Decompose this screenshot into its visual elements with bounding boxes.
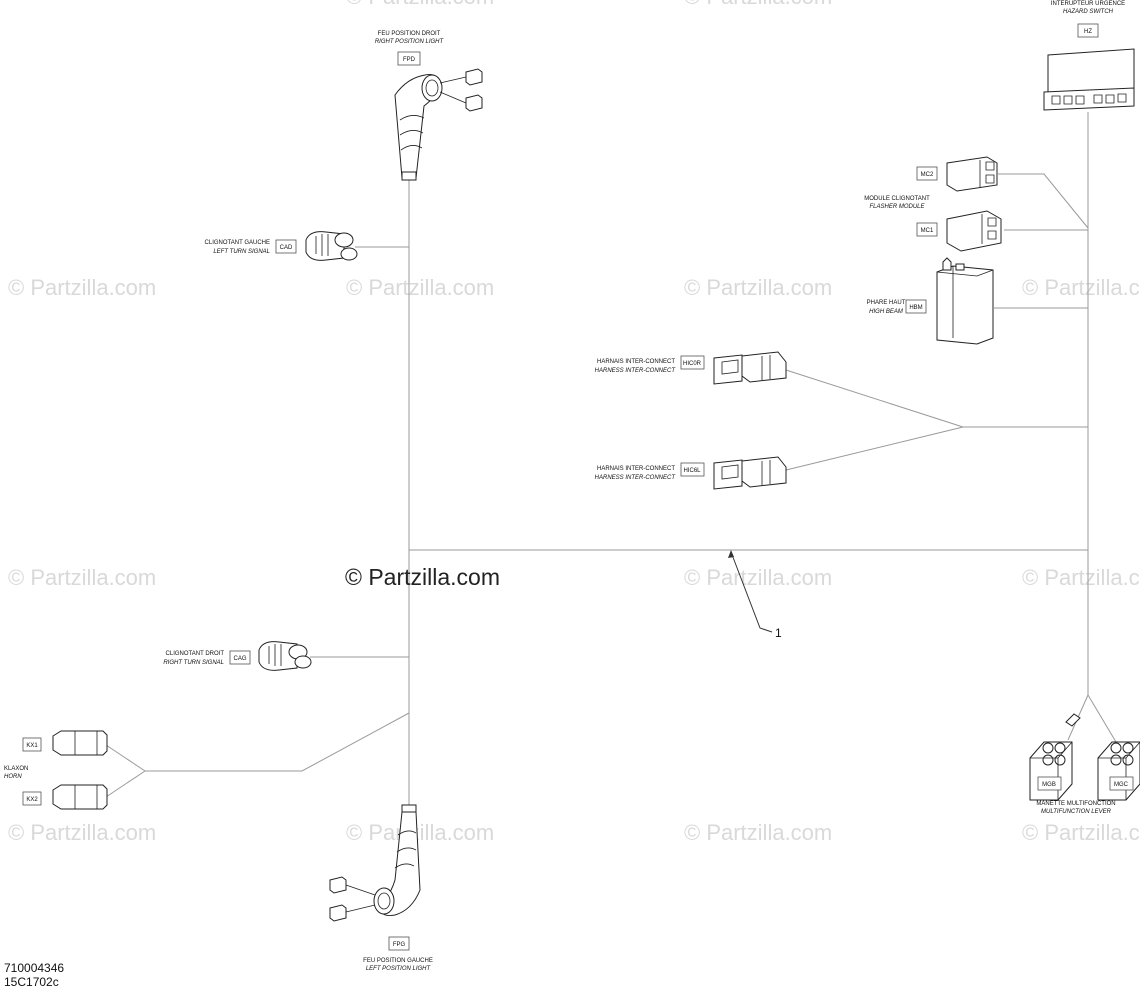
right-position-light: FEU POSITION DROIT RIGHT POSITION LIGHT …	[375, 31, 483, 181]
watermark: © Partzilla.com	[8, 820, 156, 845]
interconnect-connector-icon	[713, 459, 743, 490]
high-beam-connector-icon	[936, 265, 994, 345]
horn-terminal-icon	[52, 730, 108, 756]
watermark-layer: © Partzilla.com © Partzilla.com © Partzi…	[8, 0, 1140, 845]
horn-label-en: HORN	[4, 774, 22, 780]
right-position-light-label-fr: FEU POSITION DROIT	[378, 31, 441, 37]
terminal-icon	[465, 94, 483, 112]
left-position-light-code: FPG	[393, 942, 406, 948]
terminal-icon	[465, 68, 483, 86]
terminal-icon	[329, 876, 347, 894]
harness-interconnect-r: HARNAIS INTER-CONNECT HARNESS INTER-CONN…	[595, 351, 787, 385]
interconnect-connector-icon	[713, 354, 743, 385]
flasher-module-code-2: MC2	[921, 172, 934, 178]
watermark: © Partzilla.com	[1022, 820, 1140, 845]
harness-interconnect-l: HARNAIS INTER-CONNECT HARNESS INTER-CONN…	[595, 456, 787, 490]
left-turn-signal: CLIGNOTANT GAUCHE LEFT TURN SIGNAL CAD	[205, 231, 358, 261]
right-position-light-code: FPD	[403, 57, 416, 63]
right-turn-signal-label-en: RIGHT TURN SIGNAL	[163, 660, 224, 666]
high-beam-code: HBM	[909, 305, 922, 311]
harness-interconnect-r-label-en: HARNESS INTER-CONNECT	[595, 368, 677, 374]
high-beam-label-en: HIGH BEAM	[869, 309, 903, 315]
horn-label-fr: KLAXON	[4, 766, 28, 772]
watermark: © Partzilla.com	[346, 0, 494, 9]
harness-wires	[105, 112, 1117, 805]
watermark: © Partzilla.com	[684, 0, 832, 9]
left-position-light-label-fr: FEU POSITION GAUCHE	[363, 958, 433, 964]
watermark: © Partzilla.com	[8, 565, 156, 590]
reference-callout: 1	[775, 626, 782, 640]
horn: KX1 KX2 KLAXON HORN	[4, 730, 108, 810]
terminal-icon	[329, 904, 347, 922]
flasher-connector-icon	[946, 156, 998, 192]
flasher-module-label-fr: MODULE CLIGNOTANT	[864, 196, 930, 202]
multifunction-lever-label-fr: MANETTE MULTIFONCTION	[1036, 801, 1115, 807]
right-turn-signal-label-fr: CLIGNOTANT DROIT	[166, 651, 225, 657]
turn-signal-connector-icon	[258, 641, 298, 671]
lever-code-2: MGC	[1114, 782, 1129, 788]
horn-terminal-icon	[52, 784, 108, 810]
right-turn-signal-code: CAG	[233, 656, 246, 662]
multifunction-lever-label-en: MULTIFUNCTION LEVER	[1041, 809, 1112, 815]
high-beam-label-fr: PHARE HAUT	[867, 300, 906, 306]
harness-interconnect-l-code: HIC6L	[683, 468, 701, 474]
harness-interconnect-r-label-fr: HARNAIS INTER-CONNECT	[597, 359, 675, 365]
watermark: © Partzilla.com	[346, 820, 494, 845]
flasher-module-label-en: FLASHER MODULE	[869, 204, 925, 210]
hazard-switch-label-fr: INTERUPTEUR URGENCE	[1051, 1, 1125, 7]
watermark: © Partzilla.com	[1022, 275, 1140, 300]
left-turn-signal-label-fr: CLIGNOTANT GAUCHE	[205, 240, 270, 246]
right-position-light-label-en: RIGHT POSITION LIGHT	[375, 39, 445, 45]
multifunction-lever: MGB MGC MANETTE MULTIFONCTION MULTIFUNCT…	[1029, 713, 1140, 815]
left-position-light: FPG FEU POSITION GAUCHE LEFT POSITION LI…	[329, 804, 433, 972]
harness-interconnect-r-code: HIC0R	[683, 361, 702, 367]
lever-code-1: MGB	[1042, 782, 1056, 788]
watermark: © Partzilla.com	[684, 565, 832, 590]
watermark: © Partzilla.com	[8, 275, 156, 300]
watermark: © Partzilla.com	[1022, 565, 1140, 590]
left-turn-signal-code: CAD	[280, 245, 293, 251]
part-number-1: 710004346	[4, 961, 64, 975]
watermark: © Partzilla.com	[684, 820, 832, 845]
hazard-switch-code: HZ	[1084, 29, 1092, 35]
harness-interconnect-l-label-en: HARNESS INTER-CONNECT	[595, 475, 677, 481]
horn-code-2: KX2	[26, 797, 38, 803]
harness-interconnect-l-label-fr: HARNAIS INTER-CONNECT	[597, 466, 675, 472]
hazard-switch: INTERUPTEUR URGENCE HAZARD SWITCH HZ	[1043, 1, 1135, 111]
watermark: © Partzilla.com	[346, 275, 494, 300]
flasher-module-code-1: MC1	[921, 228, 934, 234]
flasher-module: MC2 MODULE CLIGNOTANT FLASHER MODULE MC1	[864, 156, 1002, 252]
left-turn-signal-label-en: LEFT TURN SIGNAL	[213, 249, 270, 255]
part-number-2: 15C1702c	[4, 975, 59, 989]
horn-code-1: KX1	[26, 743, 38, 749]
watermark: © Partzilla.com	[684, 275, 832, 300]
watermark-main: © Partzilla.com	[345, 564, 500, 590]
hazard-switch-label-en: HAZARD SWITCH	[1063, 9, 1114, 15]
right-turn-signal: CLIGNOTANT DROIT RIGHT TURN SIGNAL CAG	[163, 641, 312, 671]
high-beam: PHARE HAUT HIGH BEAM HBM	[867, 257, 994, 345]
left-position-light-label-en: LEFT POSITION LIGHT	[366, 966, 432, 972]
connector-code-box	[397, 51, 421, 66]
flasher-connector-icon	[946, 210, 1002, 252]
